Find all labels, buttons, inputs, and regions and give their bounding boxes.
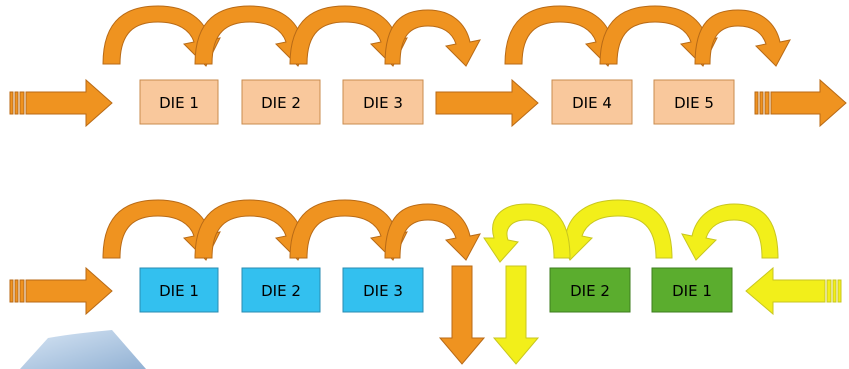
curved-arrow-icon <box>289 199 408 261</box>
die-label: DIE 2 <box>570 282 610 300</box>
bottom-yellow-curved-arrows <box>483 199 779 263</box>
top-curved-arrows <box>102 5 791 67</box>
die-label: DIE 3 <box>363 94 403 112</box>
input-arrow-icon <box>9 266 113 316</box>
die-label: DIE 5 <box>674 94 714 112</box>
die-box: DIE 1 <box>651 267 733 313</box>
down-arrow-icon <box>438 265 486 365</box>
curved-arrow-icon <box>694 9 791 67</box>
die-box: DIE 4 <box>551 79 633 125</box>
output-arrow-icon <box>754 78 847 128</box>
curved-arrow-icon <box>483 203 571 263</box>
die-box: DIE 2 <box>241 79 321 125</box>
bottom-row: DIE 1 DIE 2 DIE 3 DIE 2 DIE 1 <box>9 199 842 365</box>
die-box: DIE 3 <box>342 267 424 313</box>
down-arrow-icon <box>492 265 540 365</box>
curved-arrow-icon <box>555 199 673 261</box>
decorative-shape <box>20 330 146 369</box>
curved-arrow-icon <box>384 9 481 67</box>
top-row: DIE 1 DIE 2 DIE 3 DIE 4 DIE 5 <box>9 5 847 128</box>
curved-arrow-icon <box>289 5 408 67</box>
die-label: DIE 4 <box>572 94 612 112</box>
die-label: DIE 1 <box>159 94 199 112</box>
die-label: DIE 1 <box>672 282 712 300</box>
die-box: DIE 5 <box>653 79 735 125</box>
input-arrow-icon <box>745 266 842 316</box>
curved-arrow-icon <box>384 203 481 261</box>
curved-arrow-icon <box>681 203 779 261</box>
curved-arrow-icon <box>599 5 718 67</box>
input-arrow-icon <box>9 78 113 128</box>
bottom-orange-curved-arrows <box>102 199 481 261</box>
curved-arrow-icon <box>102 5 221 67</box>
die-label: DIE 2 <box>261 282 301 300</box>
die-label: DIE 3 <box>363 282 403 300</box>
die-label: DIE 2 <box>261 94 301 112</box>
transfer-arrow-icon <box>435 78 539 128</box>
die-box: DIE 3 <box>342 79 424 125</box>
curved-arrow-icon <box>102 199 221 261</box>
die-box: DIE 2 <box>241 267 321 313</box>
die-label: DIE 1 <box>159 282 199 300</box>
die-box: DIE 2 <box>549 267 631 313</box>
die-box: DIE 1 <box>139 79 219 125</box>
die-box: DIE 1 <box>139 267 219 313</box>
